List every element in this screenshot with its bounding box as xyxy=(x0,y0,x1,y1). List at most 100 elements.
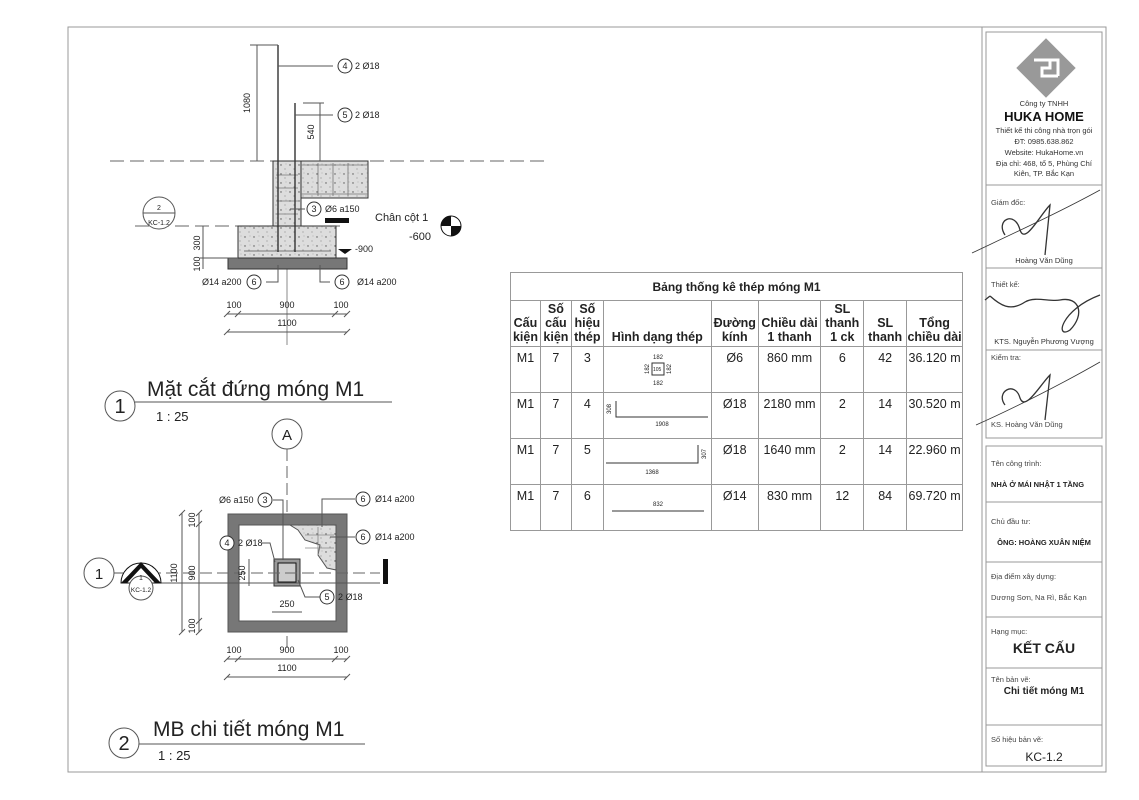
location-label: Địa điểm xây dựng: xyxy=(991,572,1057,581)
cell: 2 xyxy=(820,438,865,485)
cell: Ø18 xyxy=(710,392,759,439)
section-mark xyxy=(325,218,349,223)
location-value: Dương Sơn, Na Rì, Bắc Kạn xyxy=(991,593,1087,602)
callout-num: 6 xyxy=(339,277,344,287)
dim-text: 250 xyxy=(279,599,294,609)
col-header: Đường kính xyxy=(710,300,759,347)
table-row: M1 7 3 182 182 182 182 105 Ø6 860 mm 6 4… xyxy=(510,346,963,393)
cell: 42 xyxy=(863,346,908,393)
callout-text: Ø14 a200 xyxy=(375,532,415,542)
cell: 84 xyxy=(863,484,908,531)
callout-num: 6 xyxy=(360,494,365,504)
col-header: Tổng chiều dài xyxy=(906,300,963,347)
dim-text: 100 xyxy=(333,300,348,310)
callout-num: 5 xyxy=(324,592,329,602)
shape-cell: 832 xyxy=(602,484,712,531)
project-label: Tên công trình: xyxy=(991,459,1042,468)
cell: 12 xyxy=(820,484,865,531)
dim-text: 1100 xyxy=(169,563,179,582)
drawing-no-label: Số hiệu bản vẽ: xyxy=(991,735,1044,744)
svg-text:182: 182 xyxy=(653,355,664,361)
callout-num: 3 xyxy=(311,204,316,214)
section-elevation xyxy=(104,44,548,422)
ref-sheet: KC-1.2 xyxy=(148,220,170,227)
col-header: Số hiệu thép xyxy=(570,300,604,347)
callout-text: 2 Ø18 xyxy=(355,61,380,71)
grid-label: A xyxy=(282,427,292,444)
svg-text:182: 182 xyxy=(645,363,651,374)
footing xyxy=(237,225,337,259)
project-value: NHÀ Ở MÁI NHẬT 1 TẦNG xyxy=(991,480,1085,489)
col-header: SL thanh xyxy=(863,300,908,347)
cell: Ø6 xyxy=(710,346,759,393)
svg-text:308: 308 xyxy=(607,403,613,414)
cell: 860 mm xyxy=(757,346,822,393)
callout-text: Ø6 a150 xyxy=(325,204,360,214)
checker-label: Kiểm tra: xyxy=(991,353,1022,362)
section-cut-end xyxy=(383,559,388,584)
cell: M1 xyxy=(510,438,541,485)
dim-text: 250 xyxy=(237,565,247,580)
view-scale: 1 : 25 xyxy=(156,409,189,424)
col-header: Chiều dài 1 thanh xyxy=(757,300,822,347)
dim-text: 1100 xyxy=(277,318,296,328)
callout-num: 4 xyxy=(342,61,347,71)
drawing-no-value: KC-1.2 xyxy=(1025,750,1063,764)
view-title: Mặt cắt đứng móng M1 xyxy=(147,378,364,401)
owner-value: ÔNG: HOÀNG XUÂN NIỆM xyxy=(997,538,1091,547)
cell: 30.520 m xyxy=(906,392,963,439)
company-type: Công ty TNHH xyxy=(1019,99,1069,108)
view-scale: 1 : 25 xyxy=(158,748,191,763)
cell: 36.120 m xyxy=(906,346,963,393)
table-title: Bảng thống kê thép móng M1 xyxy=(510,272,963,301)
drawing-name-label: Tên bản vẽ: xyxy=(991,675,1031,684)
callout-num: 6 xyxy=(360,532,365,542)
dim-text: 300 xyxy=(192,235,202,250)
cell: 14 xyxy=(863,392,908,439)
cell: 830 mm xyxy=(757,484,822,531)
svg-text:832: 832 xyxy=(653,502,664,508)
callout-num: 6 xyxy=(251,277,256,287)
company-address: Địa chỉ: 468, tổ 5, Phùng Chí Kiên, TP. … xyxy=(996,159,1092,178)
callout-num: 4 xyxy=(224,538,229,548)
dim-text: 540 xyxy=(306,124,316,139)
callout-text: 2 Ø18 xyxy=(355,110,380,120)
cell: 2 xyxy=(820,392,865,439)
svg-text:1368: 1368 xyxy=(646,470,660,476)
cell: 7 xyxy=(539,484,572,531)
straight-bar-shape: 832 xyxy=(612,502,705,512)
cell: M1 xyxy=(510,346,541,393)
svg-text:307: 307 xyxy=(702,448,708,459)
title-block-frame xyxy=(985,31,1103,767)
callout-text: Ø14 a200 xyxy=(357,277,397,287)
level-marker-icon xyxy=(440,215,462,237)
dim-text: 100 xyxy=(187,618,197,633)
l-bar-shape: 308 1908 xyxy=(607,401,709,428)
section1-labels: 4 2 Ø18 5 2 Ø18 3 Ø6 a150 6 Ø14 a200 6 Ø… xyxy=(114,61,431,424)
dim-text: 100 xyxy=(226,300,241,310)
svg-text:182: 182 xyxy=(667,363,673,374)
category-value: KẾT CẤU xyxy=(1012,640,1076,656)
tie-beam xyxy=(300,160,369,199)
callout-text: 2 Ø18 xyxy=(338,592,363,602)
level-triangle-icon xyxy=(338,249,352,254)
callout-text: Ø6 a150 xyxy=(219,495,254,505)
section-marker-num: 1 xyxy=(139,575,143,582)
col-header: Cấu kiện xyxy=(510,300,541,347)
cell: M1 xyxy=(510,484,541,531)
callout-num: 3 xyxy=(262,495,267,505)
drawing-name-value: Chi tiết móng M1 xyxy=(1003,686,1085,697)
checker-name: KS. Hoàng Văn Dũng xyxy=(991,420,1063,429)
shape-cell: 182 182 182 182 105 xyxy=(602,346,712,393)
column xyxy=(272,160,302,227)
cell: 3 xyxy=(570,346,604,393)
view-number: 1 xyxy=(114,396,125,418)
dim-text: 100 xyxy=(187,512,197,527)
svg-text:105: 105 xyxy=(653,367,662,373)
level-label: Chân cột 1 xyxy=(375,212,428,224)
cell: 2180 mm xyxy=(757,392,822,439)
cell: 5 xyxy=(570,438,604,485)
section2-labels: A 1 1 KC-1.2 3 Ø6 a150 6 Ø14 a200 6 Ø14 … xyxy=(95,427,415,763)
cell: 4 xyxy=(570,392,604,439)
